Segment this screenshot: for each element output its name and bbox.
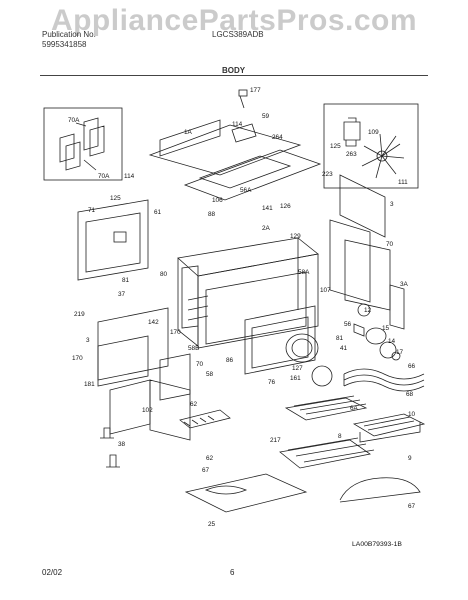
callout-62-lower: 62 [206, 455, 214, 462]
drawing-id: LA00B79393-1B [352, 541, 402, 548]
section-title: BODY [222, 66, 246, 75]
callout-170: 170 [170, 329, 181, 336]
callout-170-left: 170 [72, 355, 83, 362]
callout-86: 86 [226, 357, 234, 364]
callout-1a: 1A [184, 129, 193, 136]
callout-125-fan: 125 [330, 143, 341, 150]
broiler-pan [352, 413, 426, 443]
bottom-panel [184, 473, 308, 513]
callout-62-upper: 62 [190, 401, 198, 408]
callout-217: 217 [270, 437, 281, 444]
callout-125: 125 [110, 195, 121, 202]
callout-56a: 56A [240, 187, 252, 194]
callout-161: 161 [290, 375, 301, 382]
callout-223: 223 [322, 171, 333, 178]
callout-67: 67 [408, 503, 416, 510]
callout-66: 66 [408, 363, 416, 370]
callout-141: 141 [262, 205, 273, 212]
callout-70-lower: 70 [196, 361, 204, 368]
callout-80: 80 [160, 271, 168, 278]
oven-rack-lower [279, 437, 375, 469]
leveling-legs [100, 427, 120, 468]
callout-81-right: 81 [336, 335, 344, 342]
right-side-panel [329, 174, 405, 330]
callout-14: 14 [388, 338, 396, 345]
callout-3-left: 3 [86, 337, 90, 344]
callout-61: 61 [154, 209, 162, 216]
callout-38: 38 [118, 441, 126, 448]
callout-114: 114 [232, 121, 243, 128]
lower-left-panels [97, 307, 191, 441]
element-block [179, 409, 231, 429]
callout-88: 88 [208, 211, 216, 218]
callout-15: 15 [382, 325, 390, 332]
publication-number: 5995341858 [42, 40, 87, 49]
callout-181: 181 [84, 381, 95, 388]
callout-264: 264 [272, 134, 283, 141]
callout-17: 17 [396, 349, 404, 356]
callout-37: 37 [118, 291, 126, 298]
broil-element [343, 368, 425, 392]
inset-box [43, 107, 123, 181]
callout-10: 10 [408, 411, 416, 418]
model-number: LGCS389ADB [212, 30, 264, 39]
callout-41: 41 [340, 345, 348, 352]
callout-58b: 58B [188, 345, 199, 352]
footer-date: 02/02 [42, 568, 63, 577]
callout-3: 3 [390, 201, 394, 208]
callout-8: 8 [338, 433, 342, 440]
callout-6a: 6A [350, 405, 359, 412]
callout-263: 263 [346, 151, 357, 158]
footer-page-number: 6 [230, 568, 235, 577]
bake-element [339, 477, 421, 503]
top-panel [148, 89, 322, 201]
left-side-panel [77, 199, 149, 281]
callout-102: 102 [142, 407, 153, 414]
oven-rack-upper [284, 395, 368, 421]
callout-67-left: 67 [202, 467, 210, 474]
callout-56: 56 [344, 321, 352, 328]
callout-59: 59 [262, 113, 270, 120]
inset-fan [323, 103, 419, 189]
callout-111: 111 [398, 179, 408, 186]
callout-76: 76 [268, 379, 276, 386]
callout-12: 12 [364, 307, 372, 314]
right-components [353, 303, 401, 361]
callout-70: 70 [386, 241, 394, 248]
callout-177: 177 [250, 87, 261, 94]
watermark: AppliancePartsPros.com [50, 4, 418, 37]
callout-126: 126 [280, 203, 291, 210]
callout-107: 107 [320, 287, 331, 294]
callout-2a: 2A [262, 225, 271, 232]
callout-81: 81 [122, 277, 130, 284]
header-rule [40, 75, 428, 76]
callout-142: 142 [148, 319, 159, 326]
callout-127: 127 [292, 365, 303, 372]
door-frame [244, 305, 316, 375]
callout-70a-bottom: 70A [98, 173, 110, 180]
callout-114-left: 114 [124, 173, 135, 180]
callout-70a-top: 70A [68, 117, 80, 124]
callout-71: 71 [88, 207, 96, 214]
callout-68: 68 [406, 391, 414, 398]
callout-129: 129 [290, 233, 301, 240]
callout-109: 109 [368, 129, 379, 136]
callout-58: 58 [206, 371, 214, 378]
callout-9: 9 [408, 455, 412, 462]
callout-106: 106 [212, 197, 223, 204]
callout-58a: 58A [298, 269, 310, 276]
publication-label: Publication No. [42, 30, 96, 39]
oven-cavity [177, 237, 319, 349]
fan-cover [285, 333, 333, 387]
callout-219: 219 [74, 311, 85, 318]
callout-3a: 3A [400, 281, 409, 288]
callout-25: 25 [208, 521, 216, 528]
